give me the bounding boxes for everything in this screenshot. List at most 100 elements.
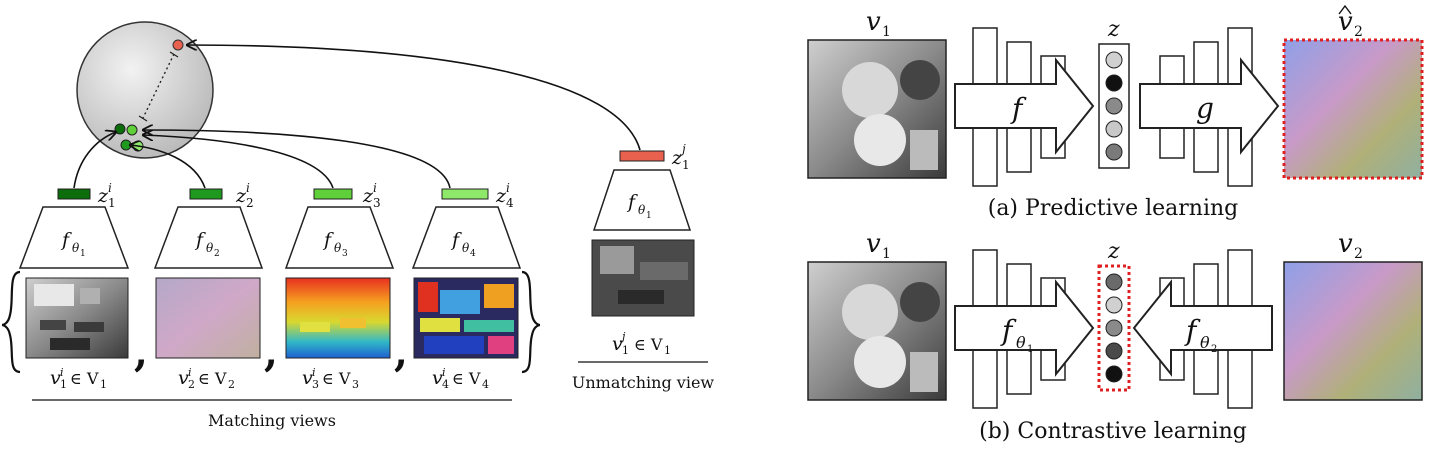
view-2-image [155, 277, 261, 359]
svg-text:4: 4 [442, 378, 449, 391]
pred-v2hat-label: v [1338, 7, 1353, 37]
contr-f2-arrow [1132, 279, 1273, 377]
svg-text:i: i [60, 366, 64, 379]
contr-z-cell-3 [1105, 319, 1123, 337]
encoder-4: z i 4 f θ 4 v i 4 ∈ V 4 [411, 181, 522, 391]
encoder-2: z i 2 f θ 2 v i 2 ∈ V 2 [153, 181, 264, 391]
encoder-3-trapezoid [284, 206, 395, 269]
svg-text:z: z [495, 185, 507, 207]
svg-text:z: z [235, 185, 247, 207]
pred-g-arrow [1139, 57, 1280, 155]
predictive-diagram: v 1 f z g v 2 (a) Pred [807, 4, 1424, 221]
caption-a: (a) Predictive learning [988, 196, 1239, 221]
code-z4-bar [441, 188, 489, 200]
contr-z-cell-5 [1105, 365, 1123, 383]
svg-text:θ: θ [1016, 333, 1026, 352]
svg-text:4: 4 [470, 249, 476, 259]
svg-text:1: 1 [664, 344, 671, 357]
svg-text:z: z [362, 185, 374, 207]
pred-g-label: g [1196, 92, 1214, 125]
svg-text:θ: θ [206, 241, 214, 255]
z1-label-i: i [108, 181, 112, 195]
encoder-1-sub: 1 [80, 249, 86, 259]
code-z2-bar [189, 188, 223, 200]
code-z3-bar [313, 188, 353, 200]
svg-text:1: 1 [646, 211, 652, 221]
svg-text:i: i [312, 366, 316, 379]
pred-z-cell-1 [1105, 51, 1123, 69]
svg-text:4: 4 [506, 196, 514, 210]
left-brace [1, 270, 21, 374]
svg-text:f: f [194, 229, 206, 251]
comma-3: , [394, 329, 408, 376]
svg-text:1: 1 [882, 246, 891, 262]
pred-v1-sub: 1 [882, 24, 891, 40]
svg-text:z: z [1107, 239, 1120, 264]
svg-text:θ: θ [638, 203, 646, 217]
svg-text:3: 3 [312, 378, 319, 391]
matching-caption: Matching views [208, 411, 336, 430]
svg-text:i: i [373, 181, 377, 195]
svg-text:3: 3 [373, 196, 381, 210]
svg-text:1: 1 [682, 158, 690, 172]
encoder-unmatching-trapezoid [592, 169, 692, 231]
embedding-point-unmatching [172, 39, 184, 51]
svg-text:v: v [178, 367, 189, 389]
unmatching-caption: Unmatching view [572, 373, 715, 392]
embedding-point-1 [114, 123, 126, 135]
svg-text:2: 2 [188, 378, 195, 391]
view-4-image [413, 277, 519, 359]
svg-text:2: 2 [246, 196, 254, 210]
encoder-1: z i 1 f θ 1 v i 1 ∈ V 1 [18, 181, 130, 391]
svg-text:z: z [671, 147, 683, 169]
svg-text:f: f [626, 191, 638, 213]
contrastive-diagram: v 1 f θ 1 z f θ 2 v 2 (b) Contr [807, 229, 1423, 444]
svg-text:j: j [619, 330, 626, 343]
embedding-sphere [76, 21, 214, 159]
pred-z-cell-2 [1105, 74, 1123, 92]
svg-text:1: 1 [1027, 344, 1033, 355]
encoder-4-trapezoid [411, 206, 522, 269]
pred-v1-image [807, 39, 947, 179]
arrow-z4 [143, 130, 451, 189]
svg-text:4: 4 [482, 378, 489, 391]
svg-text:i: i [506, 181, 510, 195]
pred-z-label: z [1107, 17, 1120, 42]
svg-text:i: i [246, 181, 250, 195]
svg-text:v: v [50, 367, 61, 389]
svg-text:1: 1 [100, 378, 107, 391]
svg-text:∈ V: ∈ V [70, 369, 99, 388]
svg-text:1: 1 [622, 344, 629, 357]
left-diagram: z i 1 f θ 1 v i 1 ∈ V 1 , [1, 21, 715, 430]
contr-f1-arrow [954, 279, 1095, 377]
svg-text:∈ V: ∈ V [452, 369, 481, 388]
svg-text:i: i [188, 366, 192, 379]
comma-2: , [264, 329, 278, 376]
arrow-z2 [130, 145, 206, 189]
svg-text:∈ V: ∈ V [322, 369, 351, 388]
svg-text:v: v [1338, 229, 1353, 259]
svg-text:v: v [866, 229, 881, 259]
pred-f-arrow [954, 57, 1095, 155]
encoder-1-trapezoid [18, 206, 130, 269]
svg-text:3: 3 [342, 249, 348, 259]
code-z1-bar [57, 188, 91, 200]
pred-v1-label: v [866, 7, 881, 37]
view-unmatching-image [591, 239, 695, 317]
pred-z-cell-5 [1105, 143, 1123, 161]
svg-text:v: v [432, 367, 443, 389]
svg-text:2: 2 [214, 249, 220, 259]
encoder-1-f: f [60, 229, 72, 251]
pred-z-cell-3 [1105, 97, 1123, 115]
svg-text:θ: θ [462, 241, 470, 255]
svg-text:2: 2 [228, 378, 235, 391]
arrow-z3 [143, 135, 334, 189]
embedding-point-2 [126, 124, 138, 136]
embedding-point-3 [120, 139, 132, 151]
distance-line [142, 53, 175, 119]
arrow-unmatching [187, 45, 641, 151]
encoder-3: z i 3 f θ 3 v i 3 ∈ V 3 [284, 181, 395, 391]
encoder-unmatching: z j 1 f θ 1 v j 1 ∈ V 1 Unmatching view [572, 142, 715, 392]
svg-text:v: v [612, 333, 623, 355]
